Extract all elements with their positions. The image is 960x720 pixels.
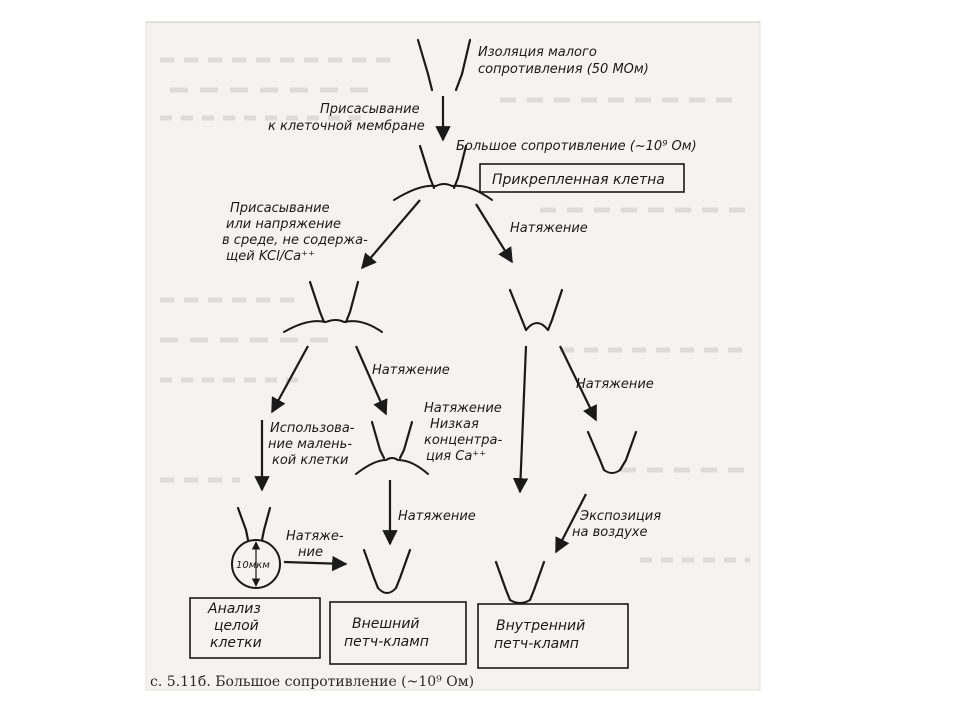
arrow-to-right-branch xyxy=(475,203,513,264)
svg-text:Внутренний: Внутренний xyxy=(496,618,585,634)
arrow-to-inside-out xyxy=(555,493,587,554)
svg-text:ние малень-: ние малень- xyxy=(268,437,352,452)
pipette-inside-out xyxy=(494,560,546,604)
pipette-whole-cell xyxy=(231,506,281,589)
box-outside-out xyxy=(329,601,467,665)
box-whole-cell xyxy=(189,597,321,659)
svg-text:или напряжение: или напряжение xyxy=(226,217,341,232)
label-low-ca: Натяжение Низкая концентра- ция Ca⁺⁺ xyxy=(424,401,502,464)
pipette-left-branch xyxy=(283,280,383,333)
svg-text:целой: целой xyxy=(214,618,259,634)
box-attached-cell xyxy=(479,163,685,193)
svg-text:Низкая: Низкая xyxy=(430,417,479,432)
pipette-low-ca xyxy=(355,420,429,475)
label-pull-lower: Натяжение xyxy=(398,509,476,524)
label-suction-2: Присасывание или напряжение в среде, не … xyxy=(222,201,368,264)
svg-text:клетки: клетки xyxy=(210,635,262,651)
svg-text:Анализ: Анализ xyxy=(207,601,261,617)
svg-text:Присасывание: Присасывание xyxy=(320,102,420,117)
pipette-attached xyxy=(393,144,493,201)
arrow-to-open-patch xyxy=(559,345,597,422)
svg-text:в среде, не содержа-: в среде, не содержа- xyxy=(222,233,368,248)
pipette-open-patch xyxy=(586,430,638,474)
svg-text:Натяжение: Натяжение xyxy=(424,401,502,416)
svg-text:петч-кламп: петч-кламп xyxy=(494,636,579,652)
pipette-free xyxy=(416,38,472,92)
label-attached-cell: Прикрепленная клетна xyxy=(492,172,665,188)
svg-text:на воздухе: на воздухе xyxy=(572,525,648,540)
svg-text:концентра-: концентра- xyxy=(424,433,502,448)
svg-text:Внешний: Внешний xyxy=(352,616,420,632)
label-size: 10мкм xyxy=(236,560,270,571)
arrow-to-left-branch xyxy=(361,199,421,270)
box-inside-out xyxy=(477,603,629,669)
svg-text:ция Ca⁺⁺: ция Ca⁺⁺ xyxy=(426,449,486,464)
label-inside-out: Внутренний петч-кламп xyxy=(494,618,585,652)
pipette-vesicle xyxy=(508,288,564,332)
pipette-outside-out xyxy=(362,548,412,594)
label-pull-mid: Натяжение xyxy=(372,363,450,378)
svg-text:петч-кламп: петч-кламп xyxy=(344,634,429,650)
figure-caption: с. 5.11б. Большое сопротивление (~10⁹ Ом… xyxy=(150,674,474,690)
bleed-through xyxy=(160,57,750,563)
svg-text:Использова-: Использова- xyxy=(270,421,355,436)
arrow-to-small-cell xyxy=(271,345,309,414)
label-air: Экспозиция на воздухе xyxy=(572,509,661,540)
svg-text:щей KCl/Ca⁺⁺: щей KCl/Ca⁺⁺ xyxy=(226,249,315,264)
label-whole-cell: Анализ целой клетки xyxy=(207,601,262,651)
label-isolation: Изоляция малого сопротивления (50 МОм) xyxy=(478,45,649,77)
label-high-resistance: Большое сопротивление (~10⁹ Ом) xyxy=(456,139,697,154)
label-outside-out: Внешний петч-кламп xyxy=(344,616,429,650)
label-pull-left: Натяже- ние xyxy=(286,529,344,560)
label-suction-1: Присасывание к клеточной мембране xyxy=(268,102,425,134)
svg-text:ние: ние xyxy=(298,545,323,560)
svg-text:Экспозиция: Экспозиция xyxy=(579,509,661,524)
svg-text:Натяже-: Натяже- xyxy=(286,529,344,544)
label-small-cell: Использова- ние малень- кой клетки xyxy=(268,421,355,468)
svg-text:к клеточной мембране: к клеточной мембране xyxy=(268,119,425,134)
scanned-page xyxy=(146,22,760,690)
arrow-to-outside-out xyxy=(512,345,529,494)
svg-text:сопротивления (50 МОм): сопротивления (50 МОм) xyxy=(478,62,649,77)
arrow-to-outside-out-left xyxy=(283,555,348,572)
svg-text:Присасывание: Присасывание xyxy=(230,201,330,216)
svg-text:кой клетки: кой клетки xyxy=(272,453,348,468)
arrow-to-low-ca xyxy=(354,345,388,416)
label-pull-right: Натяжение xyxy=(510,221,588,236)
label-pull-far-right: Натяжение xyxy=(576,377,654,392)
svg-text:Изоляция малого: Изоляция малого xyxy=(478,45,597,60)
